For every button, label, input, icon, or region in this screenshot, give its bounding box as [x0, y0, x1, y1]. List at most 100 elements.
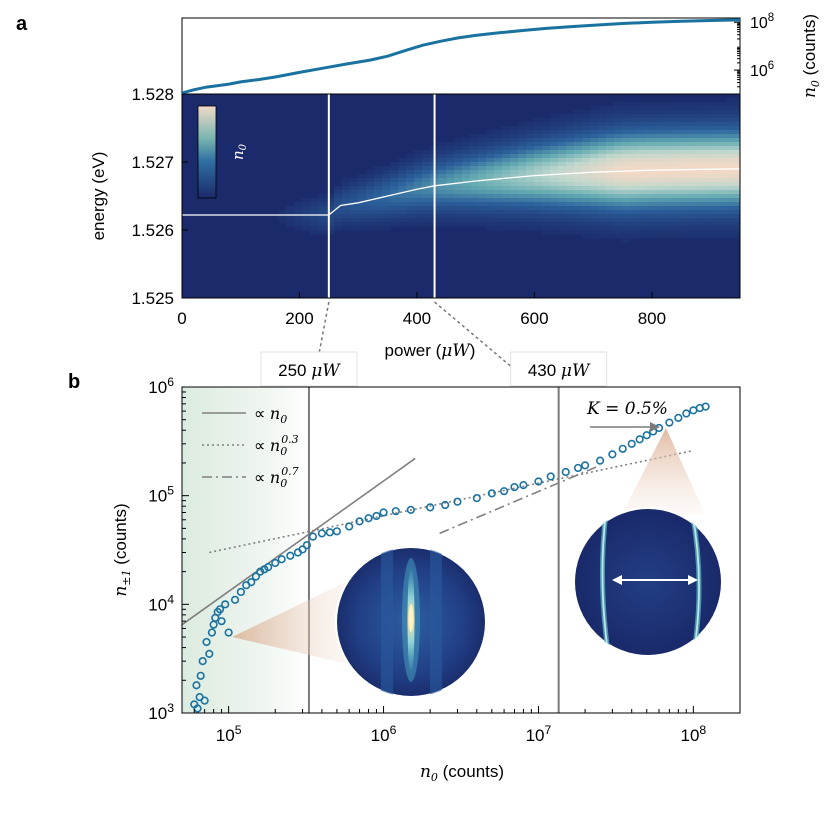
heatmap-cell: [734, 134, 740, 139]
heatmap-cell: [638, 126, 647, 131]
heatmap-cell: [542, 130, 551, 135]
heatmap-cell: [710, 190, 719, 195]
heatmap-cell: [422, 170, 431, 175]
heatmap-cell: [702, 146, 711, 151]
heatmap-cell: [726, 198, 735, 203]
heatmap-cell: [678, 206, 687, 211]
heatmap-cell: [542, 174, 551, 179]
heatmap-cell: [470, 150, 479, 155]
heatmap-cell: [670, 190, 679, 195]
heatmap-cell: [582, 130, 591, 135]
heatmap-cell: [558, 186, 567, 191]
heatmap-cell: [350, 186, 359, 191]
panel-b-x-tick-label: 105: [216, 723, 242, 745]
heatmap-cell: [422, 206, 431, 211]
heatmap-cell: [502, 190, 511, 195]
heatmap-cell: [638, 130, 647, 135]
heatmap-cell: [646, 206, 655, 211]
heatmap-cell: [390, 198, 399, 203]
heatmap-cell: [582, 126, 591, 131]
heatmap-cell: [662, 170, 671, 175]
heatmap-cell: [350, 198, 359, 203]
heatmap-cell: [654, 218, 663, 223]
heatmap-cell: [358, 186, 367, 191]
heatmap-cell: [614, 138, 623, 143]
heatmap-cell: [494, 182, 503, 187]
heatmap-cell: [326, 218, 335, 223]
heatmap-cell: [502, 142, 511, 147]
heatmap-cell: [654, 142, 663, 147]
heatmap-cell: [694, 158, 703, 163]
heatmap-cell: [518, 138, 527, 143]
heatmap-cell: [662, 102, 671, 107]
heatmap-cell: [398, 182, 407, 187]
top-y-tick-label: 108: [750, 12, 774, 32]
heatmap-cell: [558, 222, 567, 227]
heatmap-cell: [462, 162, 471, 167]
heatmap-cell: [518, 210, 527, 215]
heatmap-cell: [654, 210, 663, 215]
heatmap-cell: [350, 178, 359, 183]
heatmap-cell: [598, 190, 607, 195]
heatmap-cell: [662, 182, 671, 187]
heatmap-cell: [398, 186, 407, 191]
heatmap-cell: [678, 194, 687, 199]
heatmap-cell: [614, 102, 623, 107]
heatmap-cell: [726, 158, 735, 163]
heatmap-cell: [614, 162, 623, 167]
heatmap-cell: [414, 178, 423, 183]
heatmap-cell: [622, 182, 631, 187]
heatmap-cell: [606, 210, 615, 215]
heatmap-cell: [694, 178, 703, 183]
heatmap-cell: [630, 122, 639, 127]
heatmap-cell: [502, 130, 511, 135]
heatmap-cell: [510, 194, 519, 199]
heatmap-cell: [422, 166, 431, 171]
heatmap-cell: [510, 202, 519, 207]
heatmap-cell: [486, 154, 495, 159]
heatmap-cell: [390, 206, 399, 211]
heatmap-cell: [390, 182, 399, 187]
heatmap-cell: [702, 170, 711, 175]
heatmap-cell: [382, 198, 391, 203]
heatmap-cell: [662, 154, 671, 159]
heatmap-cell: [598, 118, 607, 123]
heatmap-cell: [622, 134, 631, 139]
heatmap-cell: [734, 106, 740, 111]
top-y-axis-label: n0 (counts): [800, 14, 822, 98]
heatmap-cell: [646, 106, 655, 111]
heatmap-cell: [630, 146, 639, 151]
heatmap-cell: [622, 142, 631, 147]
heatmap-cell: [734, 114, 740, 119]
heatmap-cell: [686, 106, 695, 111]
heatmap-cell: [710, 182, 719, 187]
heatmap-cell: [422, 198, 431, 203]
heatmap-cell: [486, 218, 495, 223]
heatmap-cell: [398, 210, 407, 215]
heatmap-cell: [302, 214, 311, 219]
heatmap-cell: [638, 102, 647, 107]
heatmap-cell: [638, 106, 647, 111]
heatmap-cell: [734, 218, 740, 223]
panel-b-x-tick-label: 107: [526, 723, 552, 745]
heatmap-cell: [694, 118, 703, 123]
heatmap-cell: [582, 186, 591, 191]
heatmap-cell: [518, 190, 527, 195]
heatmap-cell: [574, 146, 583, 151]
heatmap-cell: [310, 230, 319, 235]
heatmap-cell: [486, 150, 495, 155]
heatmap-cell: [662, 214, 671, 219]
heatmap-cell: [558, 218, 567, 223]
heatmap-cell: [694, 198, 703, 203]
heatmap-cell: [582, 174, 591, 179]
heatmap-cell: [406, 202, 415, 207]
heatmap-cell: [566, 222, 575, 227]
heatmap-cell: [678, 166, 687, 171]
heatmap-cell: [590, 166, 599, 171]
heatmap-cell: [638, 174, 647, 179]
heatmap-cell: [542, 202, 551, 207]
data-point: [205, 649, 214, 658]
heatmap-cell: [486, 170, 495, 175]
heatmap-cell: [326, 202, 335, 207]
heatmap-cell: [542, 222, 551, 227]
